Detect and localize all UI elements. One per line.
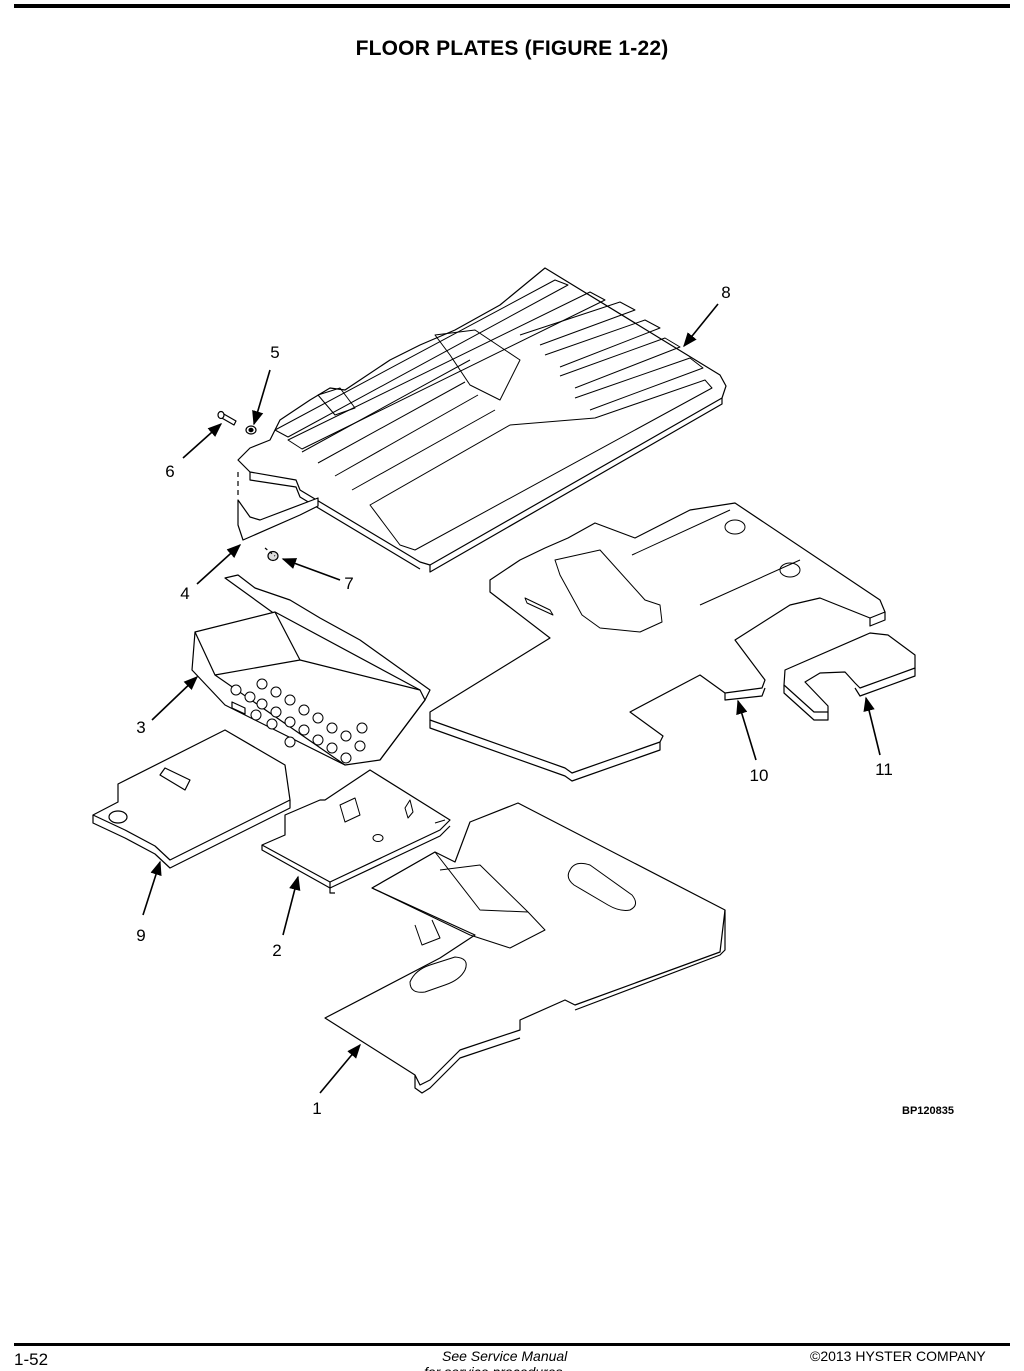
leader-arrows: [142, 303, 881, 1094]
step-box-part-3: [191, 574, 431, 766]
bracket-part-4: [237, 470, 319, 541]
floor-pad-part-11: [783, 632, 916, 721]
callout-2: 2: [272, 941, 281, 960]
page-number: 1-52: [14, 1350, 49, 1369]
floor-mat-part-8: [237, 267, 727, 573]
callout-11: 11: [875, 760, 893, 779]
callout-7: 7: [344, 574, 353, 593]
footer-note: See Service Manual: [442, 1348, 568, 1364]
callout-6: 6: [165, 462, 174, 481]
washer-part-5: [245, 425, 257, 435]
top-rule: [14, 4, 1010, 8]
center-plate-part-2: [261, 769, 451, 894]
floor-pad-part-10: [429, 502, 886, 782]
callout-8: 8: [721, 283, 730, 302]
side-plate-part-9: [92, 729, 291, 869]
callout-5: 5: [270, 343, 279, 362]
screw-part-6: [217, 410, 237, 426]
copyright: ©2013 HYSTER COMPANY: [810, 1348, 986, 1364]
callout-3: 3: [136, 718, 145, 737]
callout-10: 10: [750, 766, 769, 785]
main-floor-plate-part-1: [324, 802, 726, 1094]
grate-holes: [230, 678, 368, 764]
figure-code: BP120835: [902, 1105, 954, 1117]
page-title: FLOOR PLATES (FIGURE 1-22): [355, 37, 669, 60]
bottom-rule: [14, 1343, 1010, 1346]
callout-4: 4: [180, 584, 189, 603]
callout-1: 1: [312, 1099, 321, 1118]
footer-note-line2: for service procedures: [424, 1364, 563, 1371]
nut-part-7: [264, 547, 279, 562]
callout-9: 9: [136, 926, 145, 945]
